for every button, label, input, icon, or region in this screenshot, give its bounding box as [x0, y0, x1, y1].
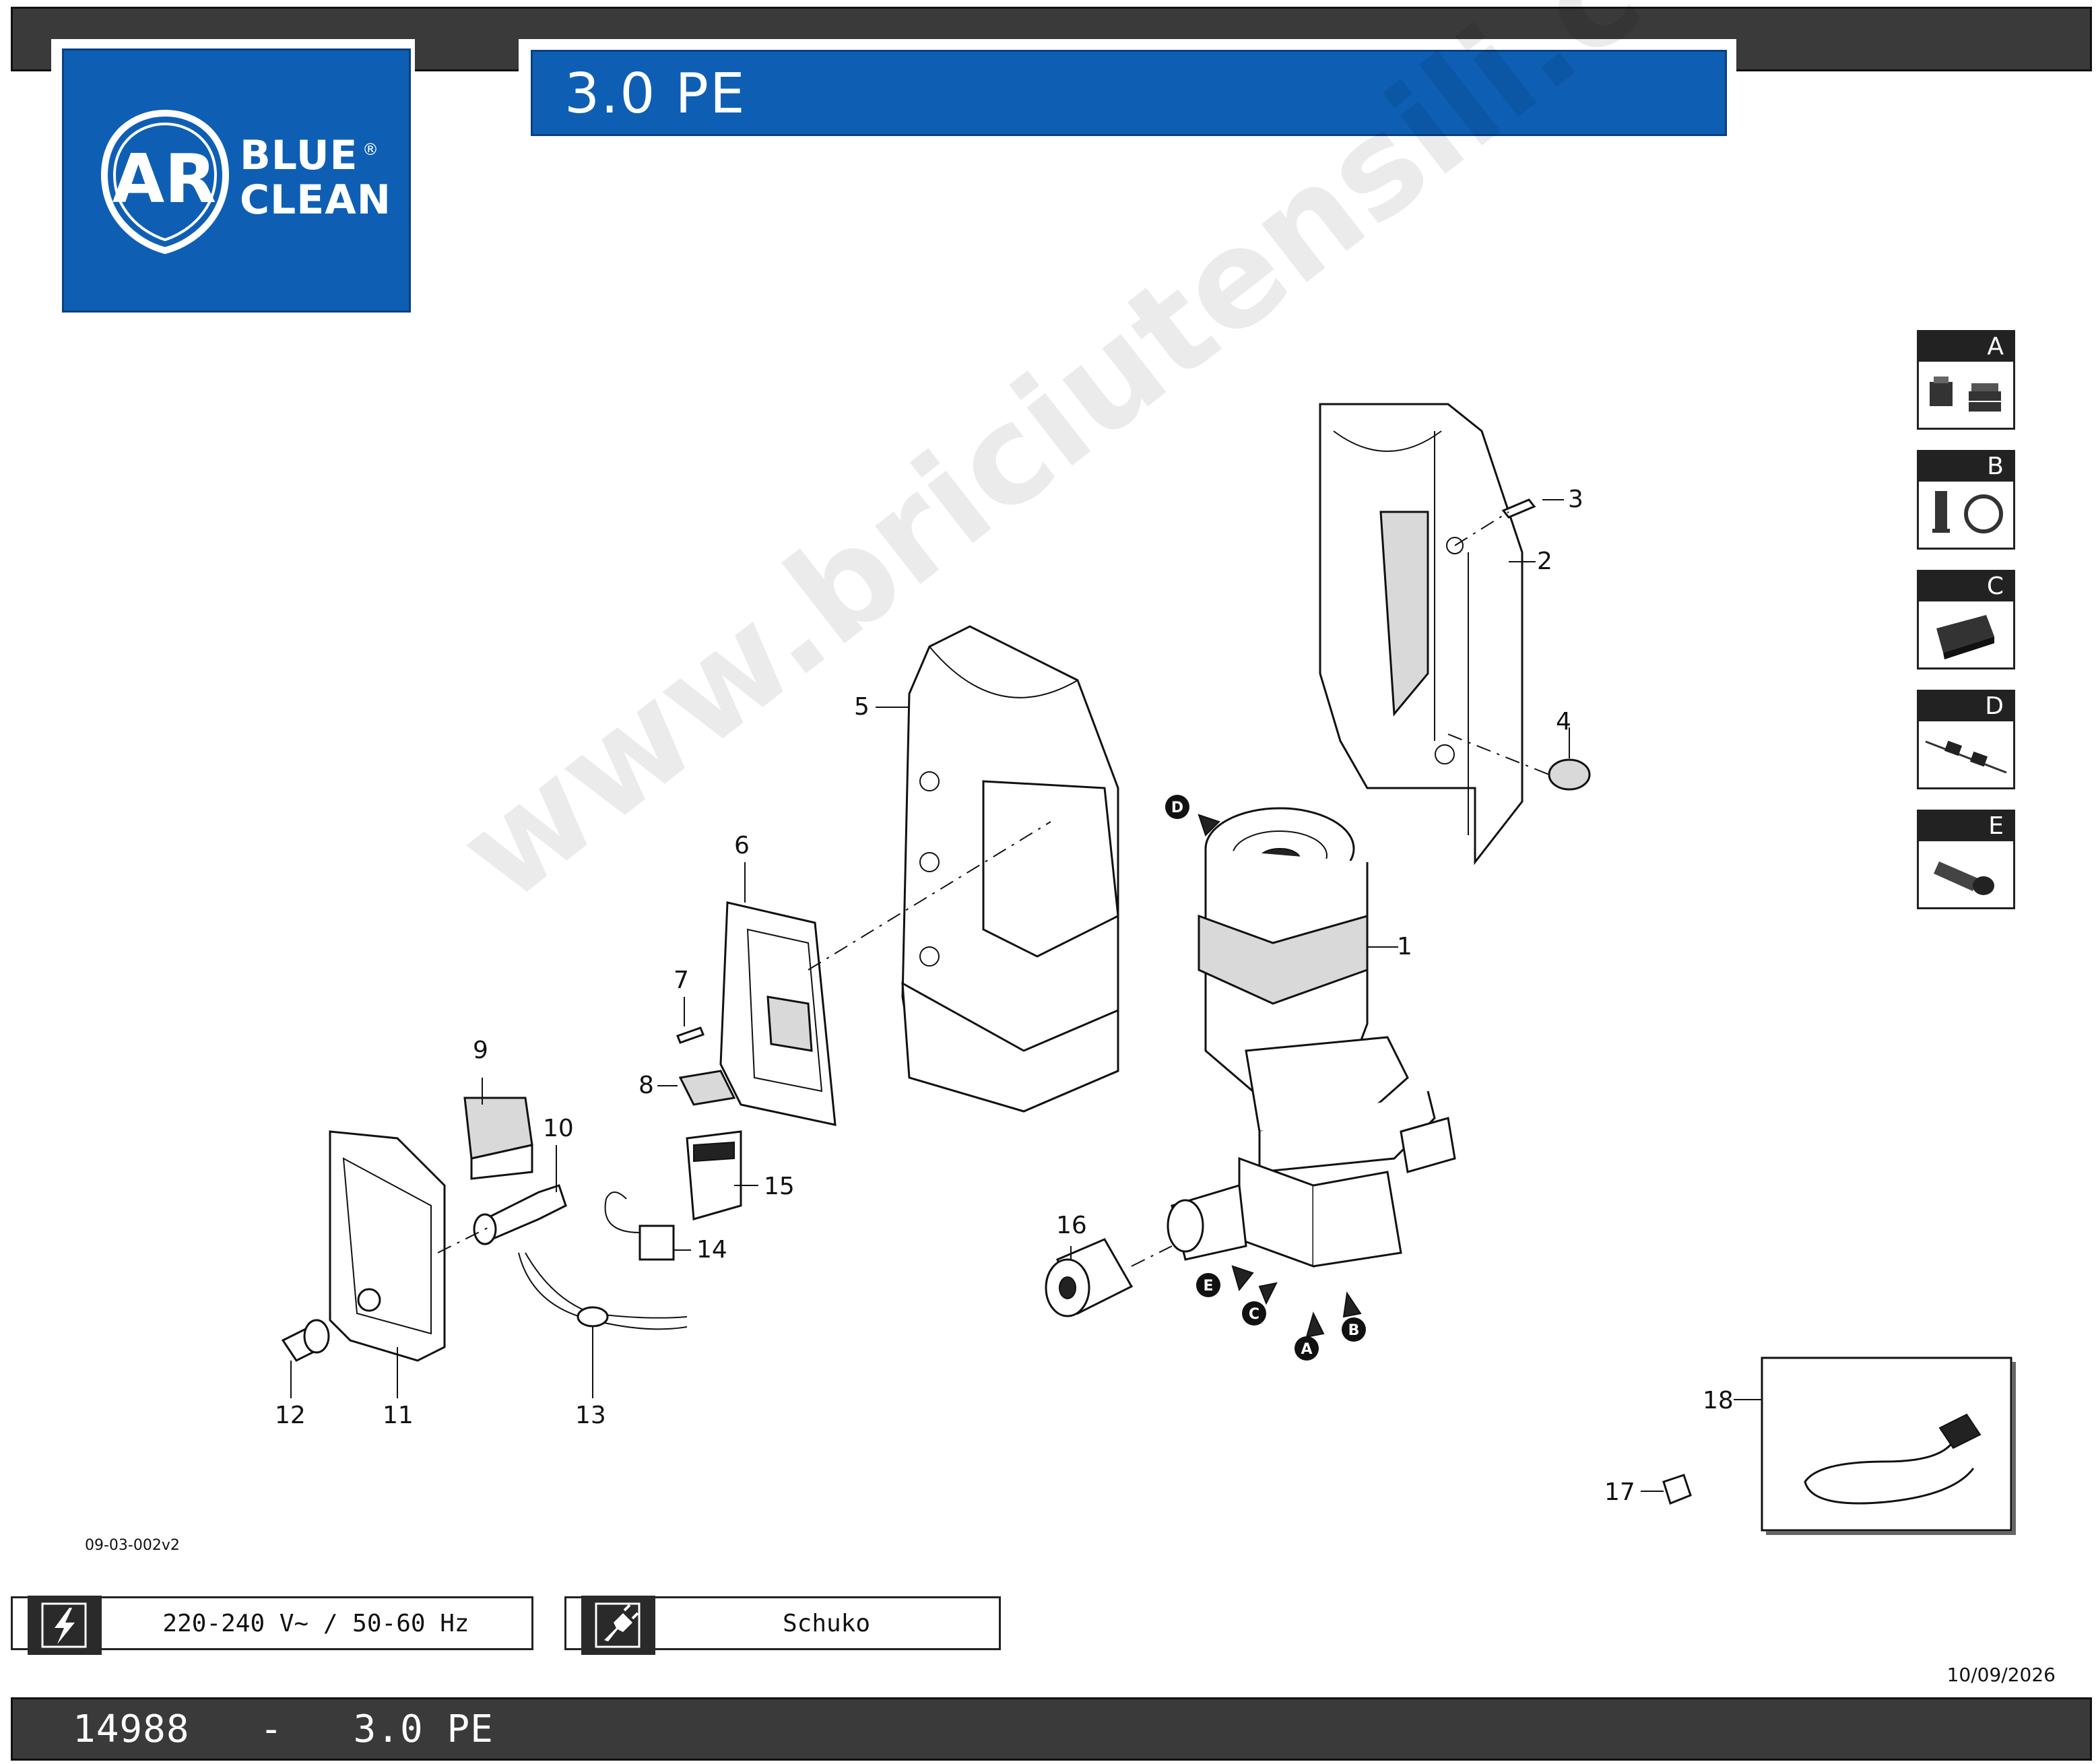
svg-text:D: D [1171, 799, 1183, 816]
kit-d[interactable]: D [1917, 690, 2015, 789]
callout-2: 2 [1537, 548, 1552, 575]
svg-text:B: B [1348, 1322, 1360, 1339]
marker-b: B [1342, 1317, 1366, 1342]
kit-d-letter: D [1985, 692, 2004, 720]
part-13-cable[interactable] [518, 1252, 688, 1330]
marker-a: A [1295, 1336, 1319, 1361]
callout-4: 4 [1556, 708, 1571, 736]
footer-model: 3.0 PE [353, 1707, 494, 1751]
part-7-screw[interactable] [676, 1026, 705, 1044]
part-10-pressure-switch[interactable] [473, 1184, 567, 1245]
part-12-knob[interactable] [281, 1319, 330, 1362]
kit-a-letter: A [1987, 333, 2004, 360]
plug-type: Schuko [782, 1610, 871, 1637]
kit-e-letter: E [1988, 812, 2004, 840]
callout-9: 9 [473, 1037, 488, 1064]
part-2-rear-housing[interactable] [1319, 403, 1524, 865]
brand-line-1: BLUE [240, 132, 358, 179]
valve-set-icon [1930, 377, 2001, 412]
marker-e: E [1196, 1273, 1220, 1297]
part-3-screw[interactable] [1501, 498, 1536, 519]
part-4-cap[interactable] [1548, 758, 1591, 791]
callout-18: 18 [1703, 1387, 1734, 1414]
part-14-capacitor[interactable] [604, 1191, 675, 1261]
part-6-frame[interactable] [719, 901, 837, 1126]
callout-10: 10 [543, 1115, 574, 1142]
marker-pointers [1198, 814, 1362, 1338]
callout-8: 8 [638, 1072, 654, 1099]
marker-d: D [1165, 795, 1189, 819]
callout-3: 3 [1568, 486, 1583, 513]
callout-5: 5 [854, 693, 870, 721]
footer-separator: - [259, 1707, 284, 1751]
part-8-clip[interactable] [678, 1070, 736, 1106]
ar-logo-icon: AR [100, 109, 230, 255]
lightning-icon [28, 1596, 102, 1655]
kit-b-letter: B [1987, 453, 2004, 480]
kit-b[interactable]: B [1917, 450, 2015, 550]
part-9-switch[interactable] [463, 1097, 533, 1180]
marker-c: C [1242, 1301, 1266, 1326]
svg-text:E: E [1203, 1278, 1213, 1295]
callout-15: 15 [764, 1173, 795, 1200]
registered-mark: ® [362, 140, 379, 159]
footer-code: 14988 [73, 1707, 190, 1751]
plug-spec: Schuko [564, 1596, 1001, 1655]
kit-e[interactable]: E [1917, 810, 2015, 909]
brand-line-2: CLEAN [240, 176, 391, 224]
part-16-nozzle[interactable] [1045, 1238, 1134, 1317]
switch-module-icon [1936, 615, 1994, 659]
hose-fitting-icon [1934, 861, 1994, 895]
part-17-sleeve[interactable] [1662, 1474, 1692, 1505]
callout-6: 6 [734, 832, 750, 859]
title-banner [531, 50, 1727, 136]
callout-16: 16 [1056, 1212, 1087, 1239]
document-date: 10/09/2026 [1946, 1664, 2056, 1686]
piston-seal-icon [1932, 491, 2003, 533]
part-5-front-housing[interactable] [901, 625, 1119, 1113]
callout-7: 7 [674, 967, 689, 994]
svg-text:AR: AR [112, 139, 216, 218]
model-title: 3.0 PE [564, 62, 746, 126]
voltage-value: 220-240 V~ / 50-60 Hz [162, 1610, 469, 1637]
part-1-motor-pump[interactable] [1167, 807, 1456, 1268]
drawing-code: 09-03-002v2 [85, 1537, 180, 1554]
callout-12: 12 [275, 1402, 306, 1429]
svg-text:A: A [1301, 1341, 1312, 1358]
svg-text:C: C [1249, 1306, 1259, 1323]
bottom-bar [11, 1697, 2092, 1761]
plug-icon [581, 1596, 655, 1655]
leader-lines [290, 499, 1762, 1492]
kit-c[interactable]: C [1917, 570, 2015, 669]
kit-c-letter: C [1986, 573, 2004, 600]
capacitor-icon [1925, 740, 2007, 774]
callout-14: 14 [696, 1236, 727, 1264]
voltage-spec: 220-240 V~ / 50-60 Hz [11, 1596, 533, 1655]
kit-a[interactable]: A [1917, 330, 2015, 430]
callout-13: 13 [575, 1402, 606, 1429]
footer-title: 14988 - 3.0 PE [73, 1709, 494, 1750]
callout-11: 11 [383, 1402, 414, 1429]
callout-1: 1 [1397, 933, 1412, 960]
brand-name: BLUE CLEAN [240, 133, 391, 222]
part-11-cover[interactable] [329, 1130, 446, 1362]
part-15-block[interactable] [686, 1130, 742, 1220]
brand-logo [62, 48, 411, 313]
part-18-power-cord[interactable] [1761, 1357, 2016, 1535]
callout-17: 17 [1604, 1478, 1635, 1506]
